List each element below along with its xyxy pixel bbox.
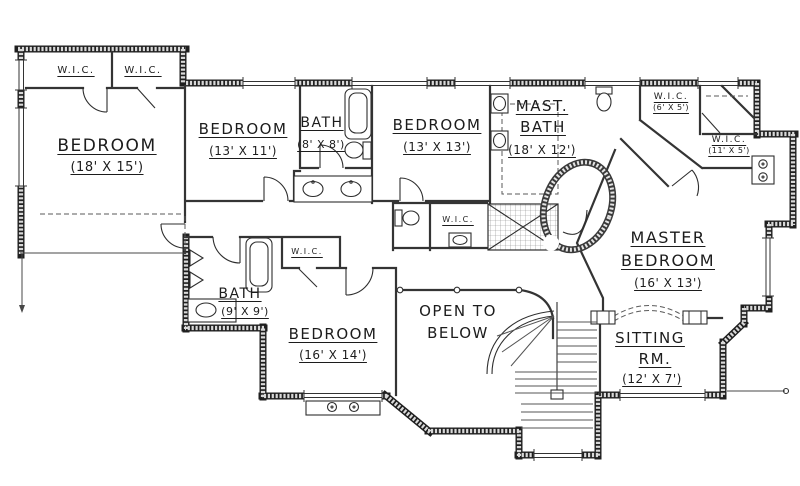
label-wic-center: W.I.C. <box>442 215 474 224</box>
label-master-bath-2: BATH <box>520 118 566 136</box>
label-bath-2: BATH <box>218 286 262 302</box>
double-sink-vanity <box>293 175 373 203</box>
label-open-to-below-1: OPEN TO <box>419 302 497 320</box>
label-bedroom-3: BEDROOM <box>392 116 482 134</box>
label-wic-master-a: W.I.C. <box>653 92 689 102</box>
label-bedroom-4-dims: (16' X 14') <box>299 348 367 362</box>
label-bath-2-dims: (9' X 9') <box>221 305 269 318</box>
door-swings <box>82 87 721 296</box>
label-bedroom-4: BEDROOM <box>288 325 378 343</box>
master-bath-sinks <box>490 93 509 151</box>
windows <box>15 59 774 461</box>
label-master-bedroom-dims: (16' X 13') <box>634 276 702 290</box>
bedroom4-window-bay <box>305 400 381 416</box>
roof-deck-lines <box>19 252 790 395</box>
label-wic-top-left-a: W.I.C. <box>57 65 95 76</box>
label-bedroom-2-dims: (13' X 11') <box>209 144 277 158</box>
label-hall-bath-dims: (8' X 8') <box>297 138 345 151</box>
sitting-room-arch-posts <box>590 310 708 325</box>
label-bedroom-3-dims: (13' X 13') <box>403 140 471 154</box>
bath2-tub <box>245 237 273 293</box>
hall-bath-toilet <box>344 141 372 160</box>
bath2-sinks <box>187 249 237 323</box>
center-toilet <box>394 209 420 227</box>
center-wic-sink <box>448 232 472 248</box>
label-wic-master-b-dims: (11' X 5') <box>708 146 750 155</box>
label-master-bath-1: MAST. <box>515 97 569 115</box>
label-sitting-room-1: SITTING <box>615 329 685 347</box>
master-bath-toilet <box>595 86 613 112</box>
hall-bath-tub <box>344 88 372 140</box>
dashed-lines <box>40 95 748 322</box>
label-bedroom-1: BEDROOM <box>57 136 157 156</box>
label-wic-master-b: W.I.C. <box>711 135 747 145</box>
label-hall-bath: BATH <box>300 115 344 131</box>
label-open-to-below-2: BELOW <box>427 324 489 342</box>
staircase <box>486 302 597 429</box>
label-sitting-room-2: RM. <box>638 350 672 368</box>
label-wic-master-a-dims: (6' X 5') <box>653 103 689 112</box>
label-master-bath-dims: (18' X 12') <box>508 143 576 157</box>
built-in-cabinet <box>751 155 775 185</box>
label-master-bedroom-1: MASTER <box>630 228 706 247</box>
label-bedroom-1-dims: (18' X 15') <box>70 160 144 175</box>
label-bedroom-2: BEDROOM <box>198 120 288 138</box>
label-wic-top-left-b: W.I.C. <box>124 65 162 76</box>
label-sitting-room-dims: (12' X 7') <box>622 372 682 386</box>
spiral-shower <box>539 158 617 254</box>
label-master-bedroom-2: BEDROOM <box>620 251 716 270</box>
label-wic-bath2: W.I.C. <box>291 247 323 256</box>
